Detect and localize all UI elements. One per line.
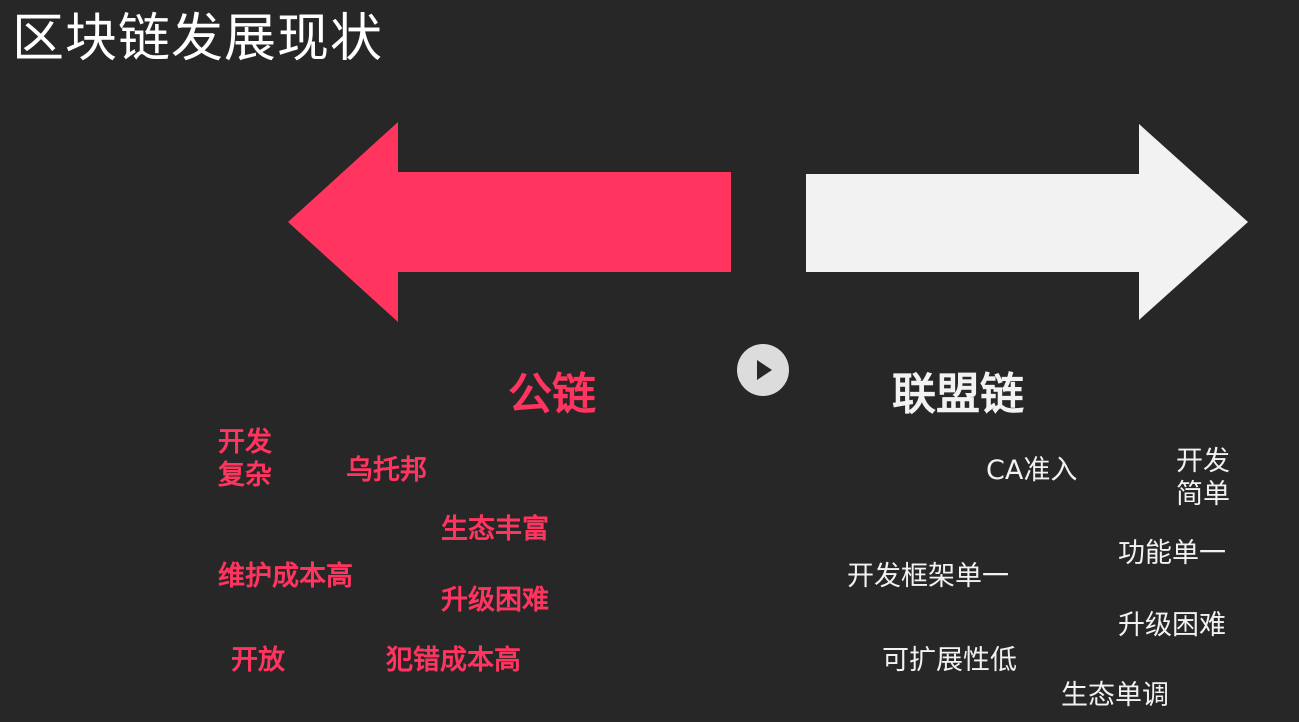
consortium-note-dev-simple: 开发 简单 bbox=[1176, 445, 1230, 511]
play-icon bbox=[757, 360, 772, 380]
consortium-note-single-framework: 开发框架单一 bbox=[847, 561, 1009, 592]
consortium-note-dev-simple-line-2: 简单 bbox=[1176, 479, 1230, 510]
consortium-chain-heading: 联盟链 bbox=[892, 369, 1024, 420]
consortium-note-hard-upgrade: 升级困难 bbox=[1118, 610, 1226, 641]
consortium-note-ca-access: CA准入 bbox=[986, 455, 1078, 486]
consortium-note-single-function: 功能单一 bbox=[1118, 538, 1226, 569]
public-note-high-error-cost: 犯错成本高 bbox=[386, 645, 521, 676]
public-note-dev-complex: 开发 复杂 bbox=[218, 426, 272, 492]
public-note-hard-upgrade: 升级困难 bbox=[441, 585, 549, 616]
consortium-note-low-scalability: 可扩展性低 bbox=[882, 645, 1017, 676]
slide-title: 区块链发展现状 bbox=[12, 9, 384, 69]
public-note-rich-ecosystem: 生态丰富 bbox=[441, 514, 549, 545]
public-note-high-maintenance: 维护成本高 bbox=[218, 561, 353, 592]
play-button[interactable] bbox=[737, 344, 789, 396]
public-note-open: 开放 bbox=[231, 645, 285, 676]
right-arrow-icon bbox=[806, 124, 1248, 320]
consortium-note-dev-simple-line-1: 开发 bbox=[1176, 446, 1230, 477]
public-note-dev-complex-line-2: 复杂 bbox=[218, 460, 272, 491]
left-arrow-icon bbox=[288, 122, 731, 322]
public-chain-heading: 公链 bbox=[508, 369, 596, 420]
public-note-utopia: 乌托邦 bbox=[346, 455, 427, 486]
public-note-dev-complex-line-1: 开发 bbox=[218, 427, 272, 458]
consortium-note-monotonous-ecosystem: 生态单调 bbox=[1061, 680, 1169, 711]
